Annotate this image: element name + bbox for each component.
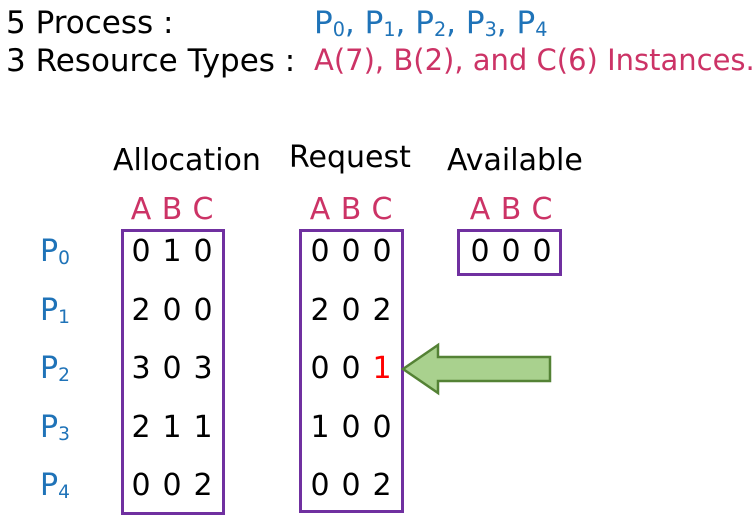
letter-a: A	[130, 192, 152, 227]
process-list-sub: 4	[535, 17, 548, 41]
process-subscript: 2	[58, 364, 70, 386]
request-cell: 2	[310, 293, 330, 328]
letter-c: C	[371, 192, 393, 227]
allocation-cell: 0	[162, 351, 182, 386]
request-heading: Request	[289, 140, 411, 175]
process-list-sub: 3	[484, 17, 497, 41]
request-cell: 0	[310, 234, 330, 269]
process-list-p: , P	[344, 5, 384, 41]
allocation-cell: 3	[193, 351, 213, 386]
allocation-heading: Allocation	[113, 143, 261, 178]
allocation-cell: 1	[193, 410, 213, 445]
available-cell: 0	[501, 234, 521, 269]
process-list-sub: 0	[332, 17, 345, 41]
request-cell: 0	[341, 468, 361, 503]
process-list-p: , P	[395, 5, 434, 41]
letter-b: B	[340, 192, 362, 227]
process-name: P	[40, 234, 59, 269]
allocation-cell: 0	[193, 234, 213, 269]
request-cell: 0	[341, 234, 361, 269]
allocation-cell: 2	[131, 293, 151, 328]
request-cell: 0	[341, 410, 361, 445]
request-cell: 0	[372, 234, 392, 269]
available-heading: Available	[447, 143, 583, 178]
process-list-p: , P	[496, 5, 536, 41]
allocation-cell: 0	[162, 293, 182, 328]
allocation-cell: 3	[131, 351, 151, 386]
available-vector-box	[457, 229, 562, 276]
process-row-label: P0	[40, 237, 70, 268]
left-arrow-icon	[400, 342, 552, 396]
request-cell: 0	[310, 351, 330, 386]
request-cell: 0	[341, 351, 361, 386]
process-subscript: 3	[58, 423, 70, 445]
process-count-label: 5 Process :	[6, 5, 174, 41]
process-subscript: 1	[58, 306, 70, 328]
available-cell: 0	[532, 234, 552, 269]
process-list-p: , P	[446, 5, 485, 41]
allocation-matrix-box	[121, 229, 225, 515]
allocation-cell: 0	[162, 468, 182, 503]
request-cell-highlighted: 1	[372, 351, 392, 386]
process-name: P	[40, 468, 59, 503]
available-cell: 0	[470, 234, 490, 269]
allocation-cell: 2	[193, 468, 213, 503]
request-cell: 2	[372, 293, 392, 328]
process-name: P	[40, 351, 59, 386]
request-cell: 1	[310, 410, 330, 445]
letter-a: A	[309, 192, 331, 227]
process-subscript: 0	[58, 247, 70, 269]
process-name: P	[40, 293, 59, 328]
letter-c: C	[192, 192, 214, 227]
allocation-cell: 1	[162, 234, 182, 269]
process-list: P0, P1, P2, P3, P4	[314, 8, 547, 39]
process-list-sub: 2	[433, 17, 447, 41]
allocation-cell: 0	[131, 468, 151, 503]
letter-a: A	[469, 192, 491, 227]
allocation-cell: 2	[131, 410, 151, 445]
request-cell: 0	[372, 410, 392, 445]
request-cell: 0	[341, 293, 361, 328]
letter-b: B	[500, 192, 522, 227]
process-row-label: P1	[40, 296, 70, 327]
process-subscript: 4	[58, 481, 70, 503]
process-row-label: P2	[40, 354, 70, 385]
process-list-p: P	[314, 5, 333, 41]
request-matrix-box	[299, 229, 404, 513]
process-row-label: P4	[40, 471, 70, 502]
resource-types-label: 3 Resource Types :	[6, 43, 296, 79]
allocation-cell: 0	[193, 293, 213, 328]
allocation-cell: 0	[131, 234, 151, 269]
letter-b: B	[161, 192, 183, 227]
letter-c: C	[531, 192, 553, 227]
process-row-label: P3	[40, 413, 70, 444]
request-cell: 0	[310, 468, 330, 503]
request-cell: 2	[372, 468, 392, 503]
resource-types-list: A(7), B(2), and C(6) Instances.	[314, 43, 755, 77]
process-list-sub: 1	[383, 17, 396, 41]
process-name: P	[40, 410, 59, 445]
allocation-cell: 1	[162, 410, 182, 445]
